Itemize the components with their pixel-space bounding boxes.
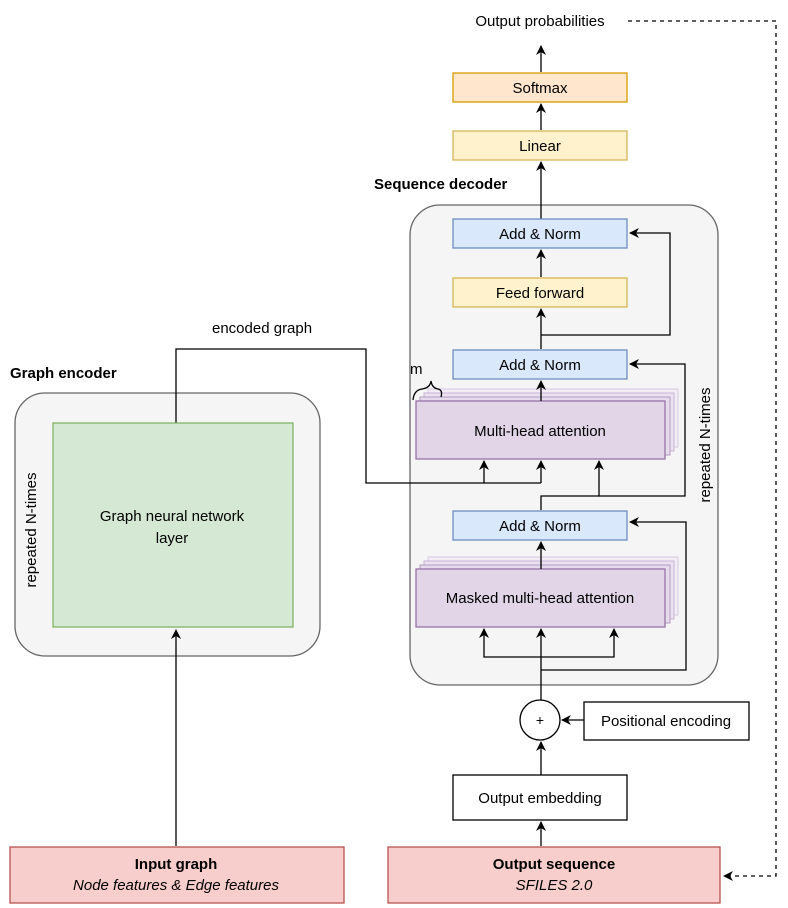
gnn-label-line2: layer <box>156 530 189 547</box>
add-symbol: + <box>536 712 544 728</box>
add-norm-bottom-box <box>452 510 628 541</box>
multi-head-attention-label: Multi-head attention <box>474 423 606 440</box>
arrow-input-q <box>541 628 619 658</box>
add-circle <box>519 699 561 741</box>
sequence-decoder-title: Sequence decoder <box>374 176 508 193</box>
input-graph-box <box>9 846 345 904</box>
masked-attention-box <box>415 568 666 628</box>
feed-forward-label: Feed forward <box>496 285 584 302</box>
encoded-graph-line <box>175 348 541 484</box>
arrow-query <box>540 460 604 510</box>
gnn-layer-box <box>52 422 294 628</box>
m-brace <box>412 380 443 401</box>
input-graph-sub: Node features & Edge features <box>73 877 279 894</box>
decoder-repeat-label: repeated N-times <box>697 387 714 502</box>
encoder-repeat-label: repeated N-times <box>23 472 40 587</box>
feed-forward-box <box>452 277 628 308</box>
gnn-label-line1: Graph neural network <box>100 508 245 525</box>
linear-label: Linear <box>519 138 561 155</box>
linear-box <box>452 130 628 161</box>
output-embedding-label: Output embedding <box>478 790 601 807</box>
output-sequence-box <box>387 846 721 904</box>
output-sequence-sub: SFILES 2.0 <box>516 877 593 894</box>
output-embedding-box <box>452 774 628 821</box>
output-sequence-title: Output sequence <box>493 856 616 873</box>
add-norm-bottom-label: Add & Norm <box>499 518 581 535</box>
positional-encoding-box <box>583 701 750 741</box>
residual-ff <box>541 228 671 336</box>
input-graph-title: Input graph <box>135 856 218 873</box>
add-norm-middle-label: Add & Norm <box>499 357 581 374</box>
graph-encoder-title: Graph encoder <box>10 365 117 382</box>
encoded-graph-label: encoded graph <box>212 320 312 337</box>
m-label: m <box>410 361 423 378</box>
residual-mha <box>599 359 686 497</box>
add-norm-top-box <box>452 218 628 249</box>
add-norm-top-label: Add & Norm <box>499 226 581 243</box>
feedback-dashed-arrow <box>628 20 777 881</box>
softmax-box <box>452 72 628 103</box>
masked-attention-label: Masked multi-head attention <box>446 590 634 607</box>
residual-masked <box>541 517 687 671</box>
output-probabilities-label: Output probabilities <box>475 13 604 30</box>
arrow-input-k <box>479 628 541 658</box>
softmax-label: Softmax <box>512 80 568 97</box>
add-norm-middle-box <box>452 349 628 380</box>
positional-encoding-label: Positional encoding <box>601 713 731 730</box>
